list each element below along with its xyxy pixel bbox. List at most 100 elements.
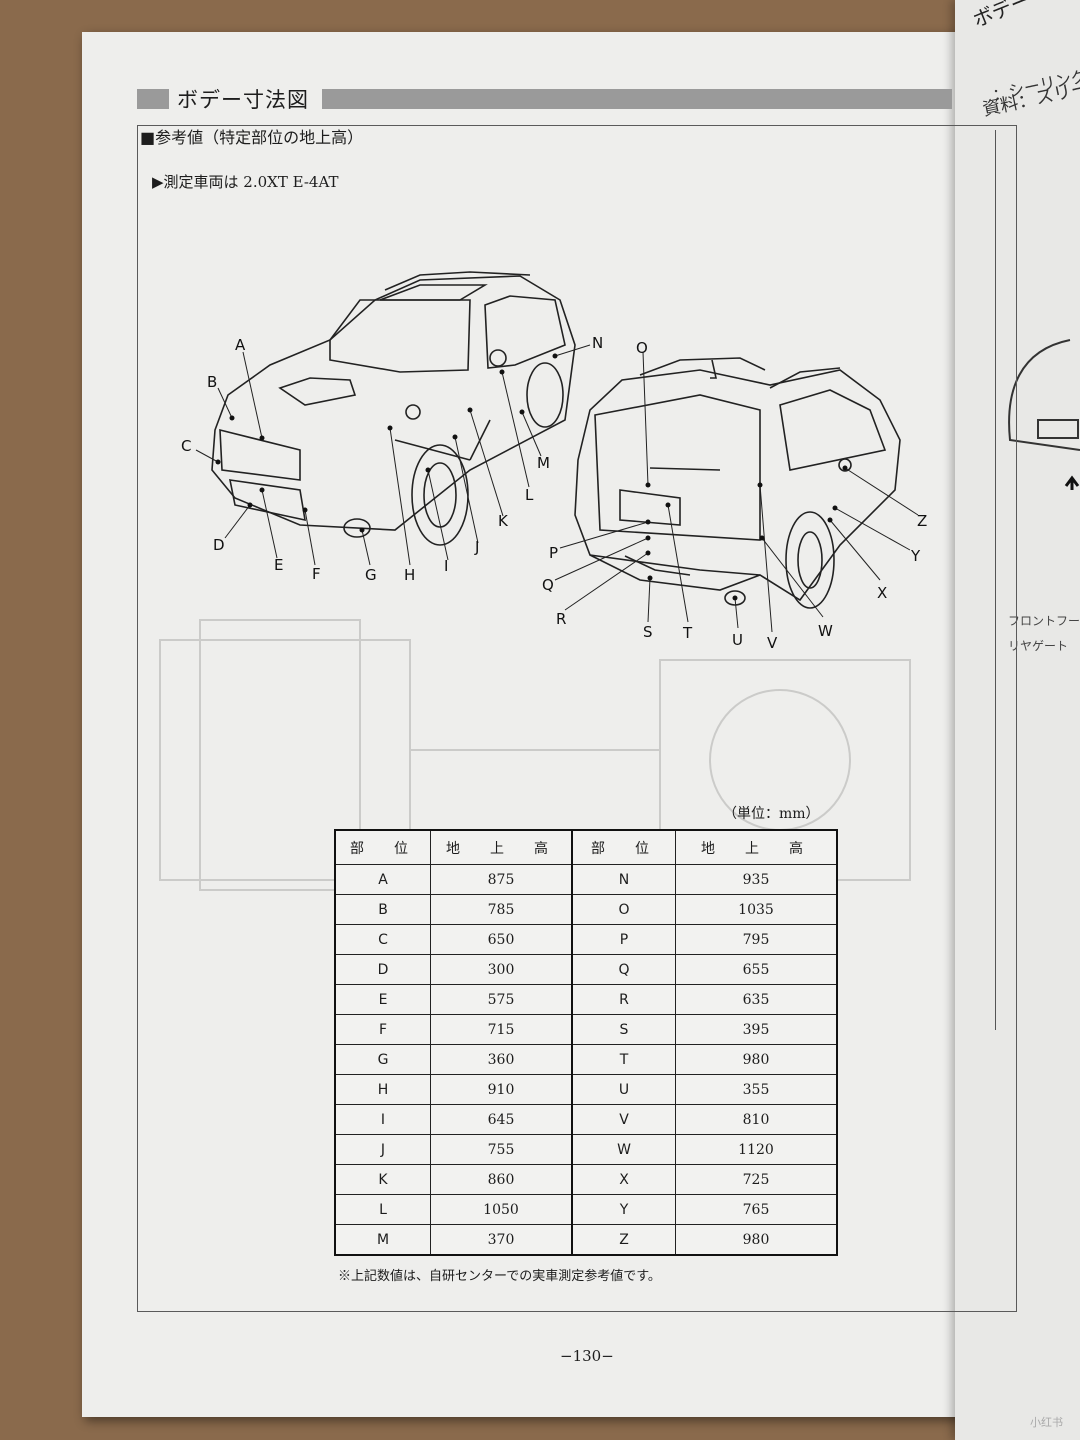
cell-part-right: Q: [571, 954, 676, 985]
cell-height-left: 650: [430, 924, 573, 955]
cell-part-right: V: [571, 1104, 676, 1135]
section-title: ボデー寸法図: [177, 88, 309, 112]
adjacent-page-figure: [1008, 339, 1080, 490]
point-label-t: T: [683, 624, 693, 642]
point-label-s: S: [643, 623, 653, 641]
cell-height-left: 755: [430, 1134, 573, 1165]
cell-height-left: 370: [430, 1224, 573, 1256]
cell-part-right: N: [571, 864, 676, 895]
footnote: ※上記数値は、自研センターでの実車測定参考値です。: [338, 1269, 661, 1284]
cell-part-right: T: [571, 1044, 676, 1075]
cell-height-right: 980: [675, 1044, 838, 1075]
cell-part-left: C: [334, 924, 431, 955]
adjacent-page-line-2: リヤゲート: [1008, 639, 1069, 653]
cell-height-left: 910: [430, 1074, 573, 1105]
cell-part-right: O: [571, 894, 676, 925]
point-label-j: J: [475, 538, 480, 556]
cell-part-left: A: [334, 864, 431, 895]
point-label-m: M: [537, 454, 550, 472]
title-marker: [137, 89, 169, 109]
point-label-i: I: [444, 557, 449, 575]
adjacent-page-frame: [995, 130, 1080, 1030]
cell-part-left: L: [334, 1194, 431, 1225]
cell-height-left: 860: [430, 1164, 573, 1195]
watermark: 小红书: [1030, 1416, 1063, 1429]
page-number: −130−: [560, 1347, 614, 1365]
point-label-q: Q: [542, 576, 554, 594]
cell-part-right: S: [571, 1014, 676, 1045]
point-label-w: W: [818, 622, 833, 640]
section-title-row: ボデー寸法図: [137, 86, 952, 112]
point-label-z: Z: [917, 512, 928, 530]
cell-part-left: K: [334, 1164, 431, 1195]
unit-label: （単位：mm）: [723, 806, 820, 822]
cell-part-left: B: [334, 894, 431, 925]
content-frame: [137, 125, 1017, 1312]
header-part-right: 部 位: [571, 829, 676, 865]
cell-part-left: F: [334, 1014, 431, 1045]
point-label-g: G: [365, 566, 377, 584]
cell-height-right: 980: [675, 1224, 838, 1256]
point-label-p: P: [549, 544, 559, 562]
point-label-v: V: [767, 634, 778, 652]
cell-part-left: H: [334, 1074, 431, 1105]
cell-height-left: 875: [430, 864, 573, 895]
point-label-f: F: [312, 565, 321, 583]
cell-part-right: X: [571, 1164, 676, 1195]
point-label-y: Y: [911, 547, 921, 565]
leader-lines: [195, 344, 919, 633]
point-label-r: R: [556, 610, 567, 628]
point-label-n: N: [592, 334, 604, 352]
point-label-l: L: [525, 486, 534, 504]
cell-part-right: Z: [571, 1224, 676, 1256]
cell-part-left: E: [334, 984, 431, 1015]
cell-height-right: 765: [675, 1194, 838, 1225]
cell-part-left: D: [334, 954, 431, 985]
point-label-u: U: [732, 631, 743, 649]
vehicle-note: ▶測定車両は 2.0XT E-4AT: [152, 173, 339, 191]
point-label-d: D: [213, 536, 225, 554]
subheading: ■参考値（特定部位の地上高）: [140, 128, 364, 147]
cell-part-right: P: [571, 924, 676, 955]
adjacent-page: [955, 0, 1080, 1440]
point-label-c: C: [181, 437, 192, 455]
point-label-k: K: [498, 512, 508, 530]
cell-part-right: R: [571, 984, 676, 1015]
table-header-row: 部 位 地 上 高 部 位 地 上 高: [334, 829, 838, 865]
point-label-o: O: [636, 339, 648, 357]
cell-part-right: W: [571, 1134, 676, 1165]
cell-height-left: 300: [430, 954, 573, 985]
cell-height-left: 575: [430, 984, 573, 1015]
point-label-h: H: [404, 566, 416, 584]
point-label-b: B: [207, 373, 218, 391]
cell-height-left: 1050: [430, 1194, 573, 1225]
cell-part-left: I: [334, 1104, 431, 1135]
cell-height-right: 725: [675, 1164, 838, 1195]
point-label-x: X: [877, 584, 888, 602]
cell-part-left: G: [334, 1044, 431, 1075]
adjacent-page-line-1: フロントフード: [1008, 614, 1080, 628]
cell-height-right: 355: [675, 1074, 838, 1105]
cell-part-left: J: [334, 1134, 431, 1165]
front-vehicle-drawing: [211, 271, 576, 546]
cell-height-right: 395: [675, 1014, 838, 1045]
cell-part-right: Y: [571, 1194, 676, 1225]
cell-height-left: 785: [430, 894, 573, 925]
cell-part-left: M: [334, 1224, 431, 1256]
leader-dots: [215, 353, 848, 601]
header-height-right: 地 上 高: [675, 829, 838, 865]
header-part-left: 部 位: [334, 829, 431, 865]
